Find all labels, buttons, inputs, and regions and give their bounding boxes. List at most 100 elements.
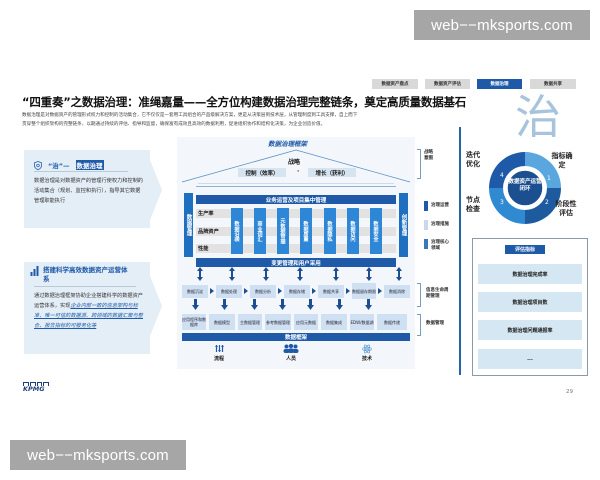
- governance-definition-box: “治”— 数据治理 数据治理是对数据资产的管理行使权力和控制的活动集合（规划、监…: [24, 150, 150, 228]
- flow-arrow-icon: [210, 288, 214, 294]
- tab-asset-evaluation[interactable]: 数据资产评估: [425, 79, 470, 89]
- control-efficiency-tag: 控制（效率）: [238, 168, 286, 177]
- column-data-privacy: 数据隐私: [324, 208, 336, 254]
- flow-arrow-icon: [244, 288, 248, 294]
- lifecycle-data-analysis: 数据分析: [250, 285, 276, 298]
- dm-data-delivery: 数据传递: [377, 314, 407, 330]
- dm-edw-data-lake: EDW/数据湖: [350, 314, 374, 330]
- svg-text:4: 4: [500, 172, 504, 179]
- operation-cycle-diagram: 1 2 3 4: [489, 152, 561, 224]
- dm-applications-databases: 应用程序和数据库: [182, 314, 206, 330]
- metric-project-count: 数据治理项目数: [478, 292, 582, 312]
- box2-heading: 搭建科学高效数据资产运营体系: [30, 266, 131, 284]
- flow-arrow-icon: [378, 288, 382, 294]
- pillar-process-label: 流程: [213, 356, 224, 362]
- pillar-technology: 技术: [360, 344, 374, 362]
- tab-asset-inventory[interactable]: 数据资产盘点: [372, 79, 418, 89]
- metrics-header: 评估指标: [505, 245, 545, 254]
- metric-issue-report-rate: 数据治理问题通报率: [478, 320, 582, 340]
- box2-heading-text: 搭建科学高效数据资产运营体系: [43, 266, 128, 283]
- page-title: “四重奏”之数据治理：准绳嘉量——全方位构建数据治理完整链条，奠定高质量数据基石: [22, 95, 467, 109]
- dm-master-data: 主数据管理: [238, 314, 262, 330]
- lifecycle-data-deletion: 数据消除: [384, 285, 410, 298]
- dm-data-model: 数据模型: [209, 314, 235, 330]
- cycle-step-1-label: 指标确定: [551, 152, 573, 169]
- box1-heading-prefix: “治”—: [48, 162, 70, 170]
- flow-arrow-icon: [312, 288, 316, 294]
- cycle-step-4-label: 迭代优化: [466, 151, 480, 168]
- svg-text:1: 1: [547, 175, 551, 182]
- flow-arrow-icon: [346, 288, 350, 294]
- metric-more: ...: [478, 349, 582, 369]
- column-business-glossary: 商业词汇: [254, 208, 266, 254]
- legend-core-domains: 治理核心领域: [431, 240, 449, 251]
- pillar-people-label: 人员: [285, 356, 296, 362]
- growth-profit-tag: 增长（获利）: [308, 168, 356, 177]
- data-management-vbar: 数据管理: [184, 193, 193, 257]
- legend-measures: 治理措施: [431, 222, 449, 227]
- dm-reference-data: 参考数据管理: [265, 314, 291, 330]
- lifecycle-data-storage: 数据存储: [284, 285, 310, 298]
- column-data-lineage: 数据沿袭: [231, 208, 243, 254]
- metric-completion-rate: 数据治理完成率: [478, 264, 582, 284]
- data-mgmt-bracket: [417, 314, 421, 336]
- description-line-1: 数据治理是对数据资产的管理形式权力和控制的活动集合，它不仅仅是一套用工具组合的产…: [22, 113, 358, 118]
- data-framework-bar: 数据框架: [182, 333, 410, 341]
- legend-data-management: 数据管理: [426, 321, 444, 326]
- strategy-label: 战略: [288, 159, 301, 166]
- roof-line-2: [196, 186, 396, 187]
- box1-divider: [34, 171, 128, 172]
- strategy-roof: [181, 149, 411, 184]
- down-arrows: [192, 299, 372, 310]
- box2-text-plain: 通过数据治理框架协助企业搭建科学的数据资产运营体系，实现: [34, 293, 143, 309]
- ops-management-bar: 业务运营及项目集中管理: [196, 195, 396, 204]
- pillar-people: 人员: [282, 344, 300, 362]
- legend-swatch-operations: [424, 201, 428, 211]
- cycle-step-3-label: 节点检查: [466, 196, 480, 213]
- box1-heading-highlight: 数据治理: [75, 160, 104, 170]
- change-management-bar: 变更管理和用户采用: [196, 258, 396, 267]
- framework-title: 数据治理框架: [268, 140, 307, 148]
- technology-icon: [362, 344, 372, 354]
- innovation-management-vbar: 创新管理: [399, 193, 408, 257]
- legend-operations: 治理运营: [431, 203, 449, 208]
- svg-text:3: 3: [500, 199, 504, 206]
- section-divider: [459, 127, 461, 375]
- column-data-access: 数据访问: [347, 208, 359, 254]
- bar-chart-icon: [30, 266, 39, 276]
- lifecycle-data-collection: 数据沉淀: [182, 285, 208, 298]
- tab-data-governance[interactable]: 数据治理: [477, 79, 522, 89]
- dm-data-integration: 数据集成: [321, 314, 347, 330]
- kpmg-logo-text: KPMG: [23, 385, 45, 393]
- legend-strategy-intent: 战略意图: [424, 150, 433, 161]
- dm-application-metadata: 应用元数据: [294, 314, 318, 330]
- column-data-quality: 数据质量: [300, 208, 312, 254]
- kpmg-logo-boxes: [23, 382, 49, 386]
- description-line-2: 贯穿整个组织架构的完整链条，以期通过持续的评估、指导和监督，确保富有成效且高效的…: [22, 122, 326, 127]
- strategy-bracket: [417, 149, 421, 179]
- box2-text: 通过数据治理框架协助企业搭建科学的数据资产运营体系，实现企业内部一致的信息架构与…: [34, 291, 146, 331]
- bidirectional-arrows: [197, 267, 402, 281]
- legend-swatch-core-domains: [424, 239, 428, 249]
- watermark-bottom: web−−mksports.com: [10, 440, 186, 470]
- shield-icon: [34, 160, 42, 170]
- column-data-security: 数据安全: [370, 208, 382, 254]
- cycle-center-label: 数据资产运营闭环: [508, 179, 542, 192]
- lifecycle-data-retention: 数据留存期限: [352, 283, 376, 299]
- box2-text-emphasis: 企业内部一致的信息架构与标准、唯一可信的数据源、跨领域的数据汇聚与整合、报告指标…: [34, 303, 143, 329]
- legend-swatch-measures: [424, 220, 428, 230]
- tab-data-sharing[interactable]: 数据共享: [530, 79, 576, 89]
- operation-system-box: 搭建科学高效数据资产运营体系 通过数据治理框架协助企业搭建科学的数据资产运营体系…: [24, 262, 150, 354]
- row-productivity: 生产率: [196, 209, 396, 218]
- page-description: 数据治理是对数据资产的管理形式权力和控制的活动集合，它不仅仅是一套用工具组合的产…: [22, 111, 452, 129]
- cycle-step-2-label: 阶段性评估: [555, 200, 577, 217]
- pillar-technology-label: 技术: [361, 356, 372, 362]
- lifecycle-data-processing: 数据处理: [216, 285, 242, 298]
- column-metadata-management: 元数据管理: [277, 208, 289, 254]
- svg-text:2: 2: [545, 199, 549, 206]
- big-governance-char: 治: [515, 90, 561, 144]
- strategy-dot: ·: [297, 168, 300, 175]
- box1-heading: “治”— 数据治理: [34, 160, 104, 170]
- process-icon: [214, 345, 224, 352]
- box2-chevron: [150, 276, 162, 336]
